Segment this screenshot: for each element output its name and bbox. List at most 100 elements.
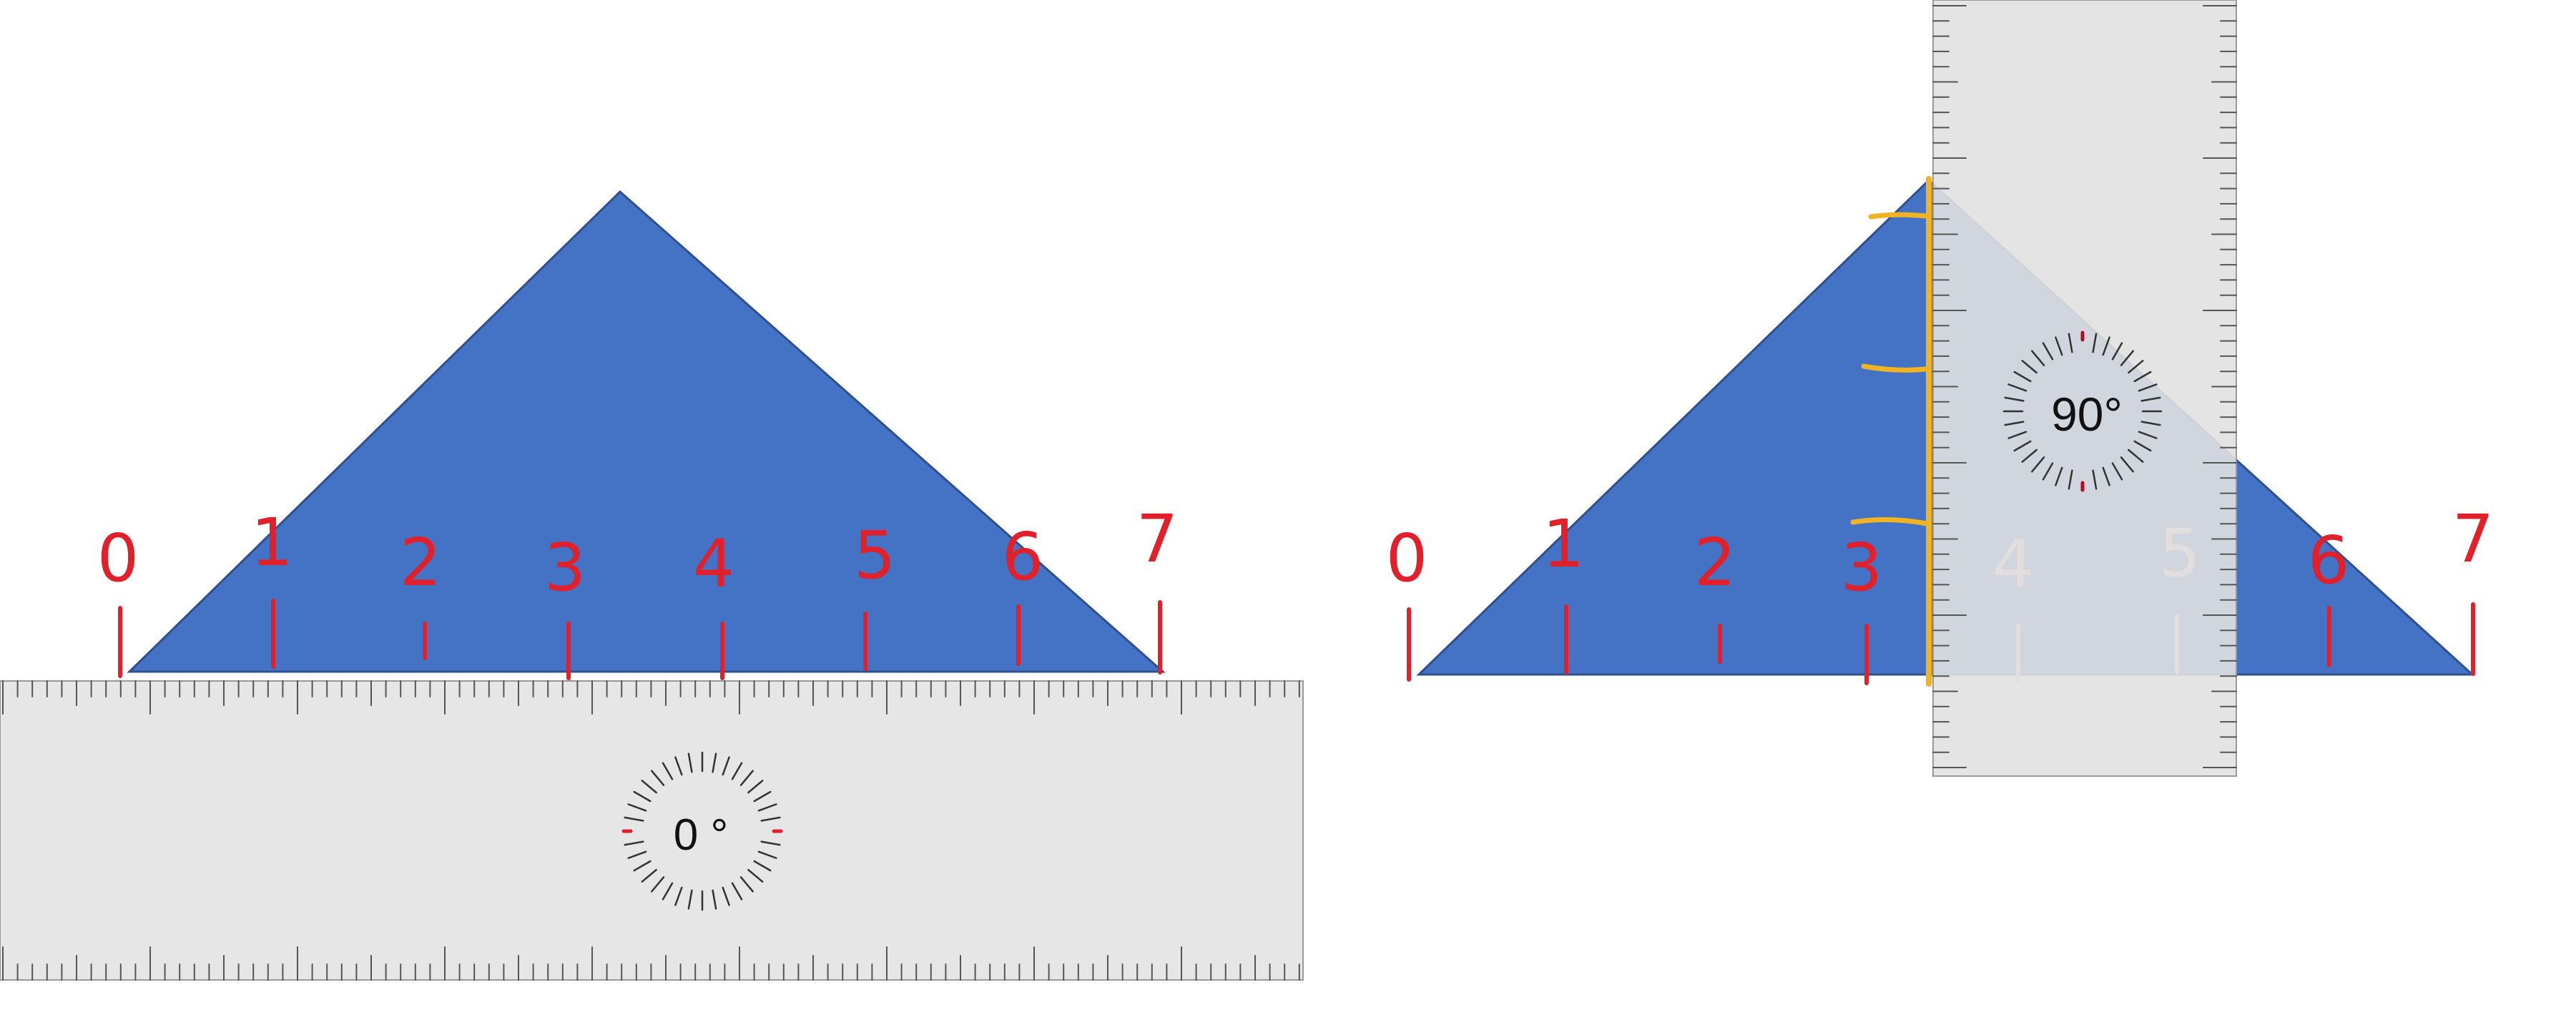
dial-ticks — [621, 751, 783, 911]
dial-tick — [2128, 448, 2144, 463]
dial-tick — [731, 882, 743, 901]
dial-tick — [674, 886, 683, 906]
dial-tick — [712, 889, 717, 910]
dial-tick — [731, 762, 743, 780]
dial-tick — [2102, 336, 2110, 356]
dial-tick — [662, 762, 674, 780]
dial-tick — [753, 790, 772, 803]
dial-tick — [2042, 462, 2054, 481]
highlight-tick-1 — [1868, 212, 1929, 220]
vertical-ruler[interactable]: 90° — [1932, 0, 2237, 777]
dial-tick — [2042, 342, 2054, 361]
number-label-3: 3 — [1841, 529, 1883, 606]
dial-tick — [2111, 342, 2123, 361]
dial-tick — [2007, 431, 2027, 439]
dial-tick — [624, 816, 644, 822]
number-label-7: 7 — [2452, 501, 2494, 577]
dial-tick — [2140, 421, 2161, 426]
number-label-1: 1 — [251, 504, 293, 581]
ruler-ticks-bottom — [2, 946, 1300, 981]
ruler-ticks-left — [1932, 5, 1967, 768]
dial-tick — [2013, 440, 2032, 452]
dial-tick — [624, 840, 644, 846]
dial-tick — [641, 868, 657, 883]
number-label-3: 3 — [544, 529, 586, 606]
angle-dial[interactable]: 0 ° — [621, 751, 783, 911]
ruler-ticks-right — [2203, 5, 2237, 768]
dial-tick — [2140, 396, 2161, 402]
dial-tick — [2133, 440, 2152, 452]
angle-readout: 0 ° — [674, 810, 729, 860]
dial-tick — [712, 752, 717, 773]
dial-tick — [2004, 421, 2025, 426]
dial-tick — [2092, 469, 2098, 490]
dial-tick — [753, 860, 772, 872]
angle-dial[interactable]: 90° — [2002, 330, 2163, 492]
dial-tick — [2111, 462, 2123, 481]
dial-tick — [687, 752, 693, 773]
number-label-6: 6 — [2308, 522, 2350, 599]
dial-tick — [2092, 333, 2098, 353]
left-triangle — [127, 190, 1166, 673]
dial-tick — [2138, 383, 2158, 392]
dial-tick — [722, 756, 730, 776]
dial-tick — [739, 876, 754, 893]
dial-tick — [633, 790, 652, 803]
dial-tick — [2102, 466, 2110, 486]
dial-tick — [627, 850, 647, 859]
number-label-6: 6 — [1002, 519, 1044, 595]
dial-ticks — [2002, 330, 2163, 492]
dial-tick — [2133, 371, 2152, 383]
ruler-body — [0, 680, 1304, 981]
dial-tick — [2120, 350, 2134, 366]
dial-tick — [2031, 456, 2045, 473]
highlight-tick-2 — [1861, 363, 1929, 373]
ruler-ticks-top — [2, 680, 1300, 715]
yellow-highlight-marks — [1850, 176, 1932, 687]
dial-tick — [722, 886, 730, 906]
number-label-1: 1 — [1543, 506, 1585, 582]
dial-tick — [2055, 466, 2063, 486]
left-panel: 0 ° 0 1 2 3 4 5 6 7 — [0, 190, 1304, 981]
dial-tick — [757, 803, 777, 812]
dial-tick — [739, 770, 754, 786]
dial-tick — [2013, 371, 2032, 383]
dial-tick — [674, 756, 683, 776]
dial-tick — [760, 816, 781, 822]
dial-tick — [627, 803, 647, 812]
horizontal-ruler[interactable]: 0 ° — [0, 680, 1304, 981]
dial-tick — [747, 868, 764, 883]
dial-tick — [662, 882, 674, 901]
number-label-2: 2 — [1694, 524, 1736, 601]
number-label-0: 0 — [97, 520, 139, 597]
number-label-5: 5 — [854, 517, 896, 594]
dial-tick — [2021, 360, 2037, 374]
dial-tick — [651, 770, 665, 786]
dial-tick — [2055, 336, 2063, 356]
ruler-body — [1932, 0, 2237, 777]
dial-tick — [2068, 469, 2073, 490]
number-label-7: 7 — [1136, 501, 1179, 577]
dial-tick — [641, 780, 657, 794]
dial-tick — [2068, 333, 2073, 353]
dial-tick — [687, 889, 693, 910]
dial-tick — [2004, 396, 2025, 402]
dial-tick — [2031, 350, 2045, 366]
number-label-0: 0 — [1386, 520, 1428, 597]
number-label-2: 2 — [400, 524, 442, 601]
dial-tick — [633, 860, 652, 872]
red-tick-marks — [118, 599, 1162, 680]
dial-tick — [760, 840, 781, 846]
red-number-labels: 0 1 2 3 4 5 6 7 — [97, 501, 1179, 606]
dial-tick — [2128, 360, 2144, 374]
dial-tick — [747, 780, 764, 794]
angle-readout: 90° — [2051, 388, 2123, 441]
dial-tick — [2007, 383, 2027, 392]
dial-tick — [757, 850, 777, 859]
highlight-tick-3 — [1850, 516, 1929, 526]
dial-tick — [2021, 448, 2037, 463]
right-panel: 0 1 2 3 4 5 6 7 90° — [1386, 0, 2494, 777]
dial-tick — [2120, 456, 2134, 473]
dial-tick — [2138, 431, 2158, 439]
